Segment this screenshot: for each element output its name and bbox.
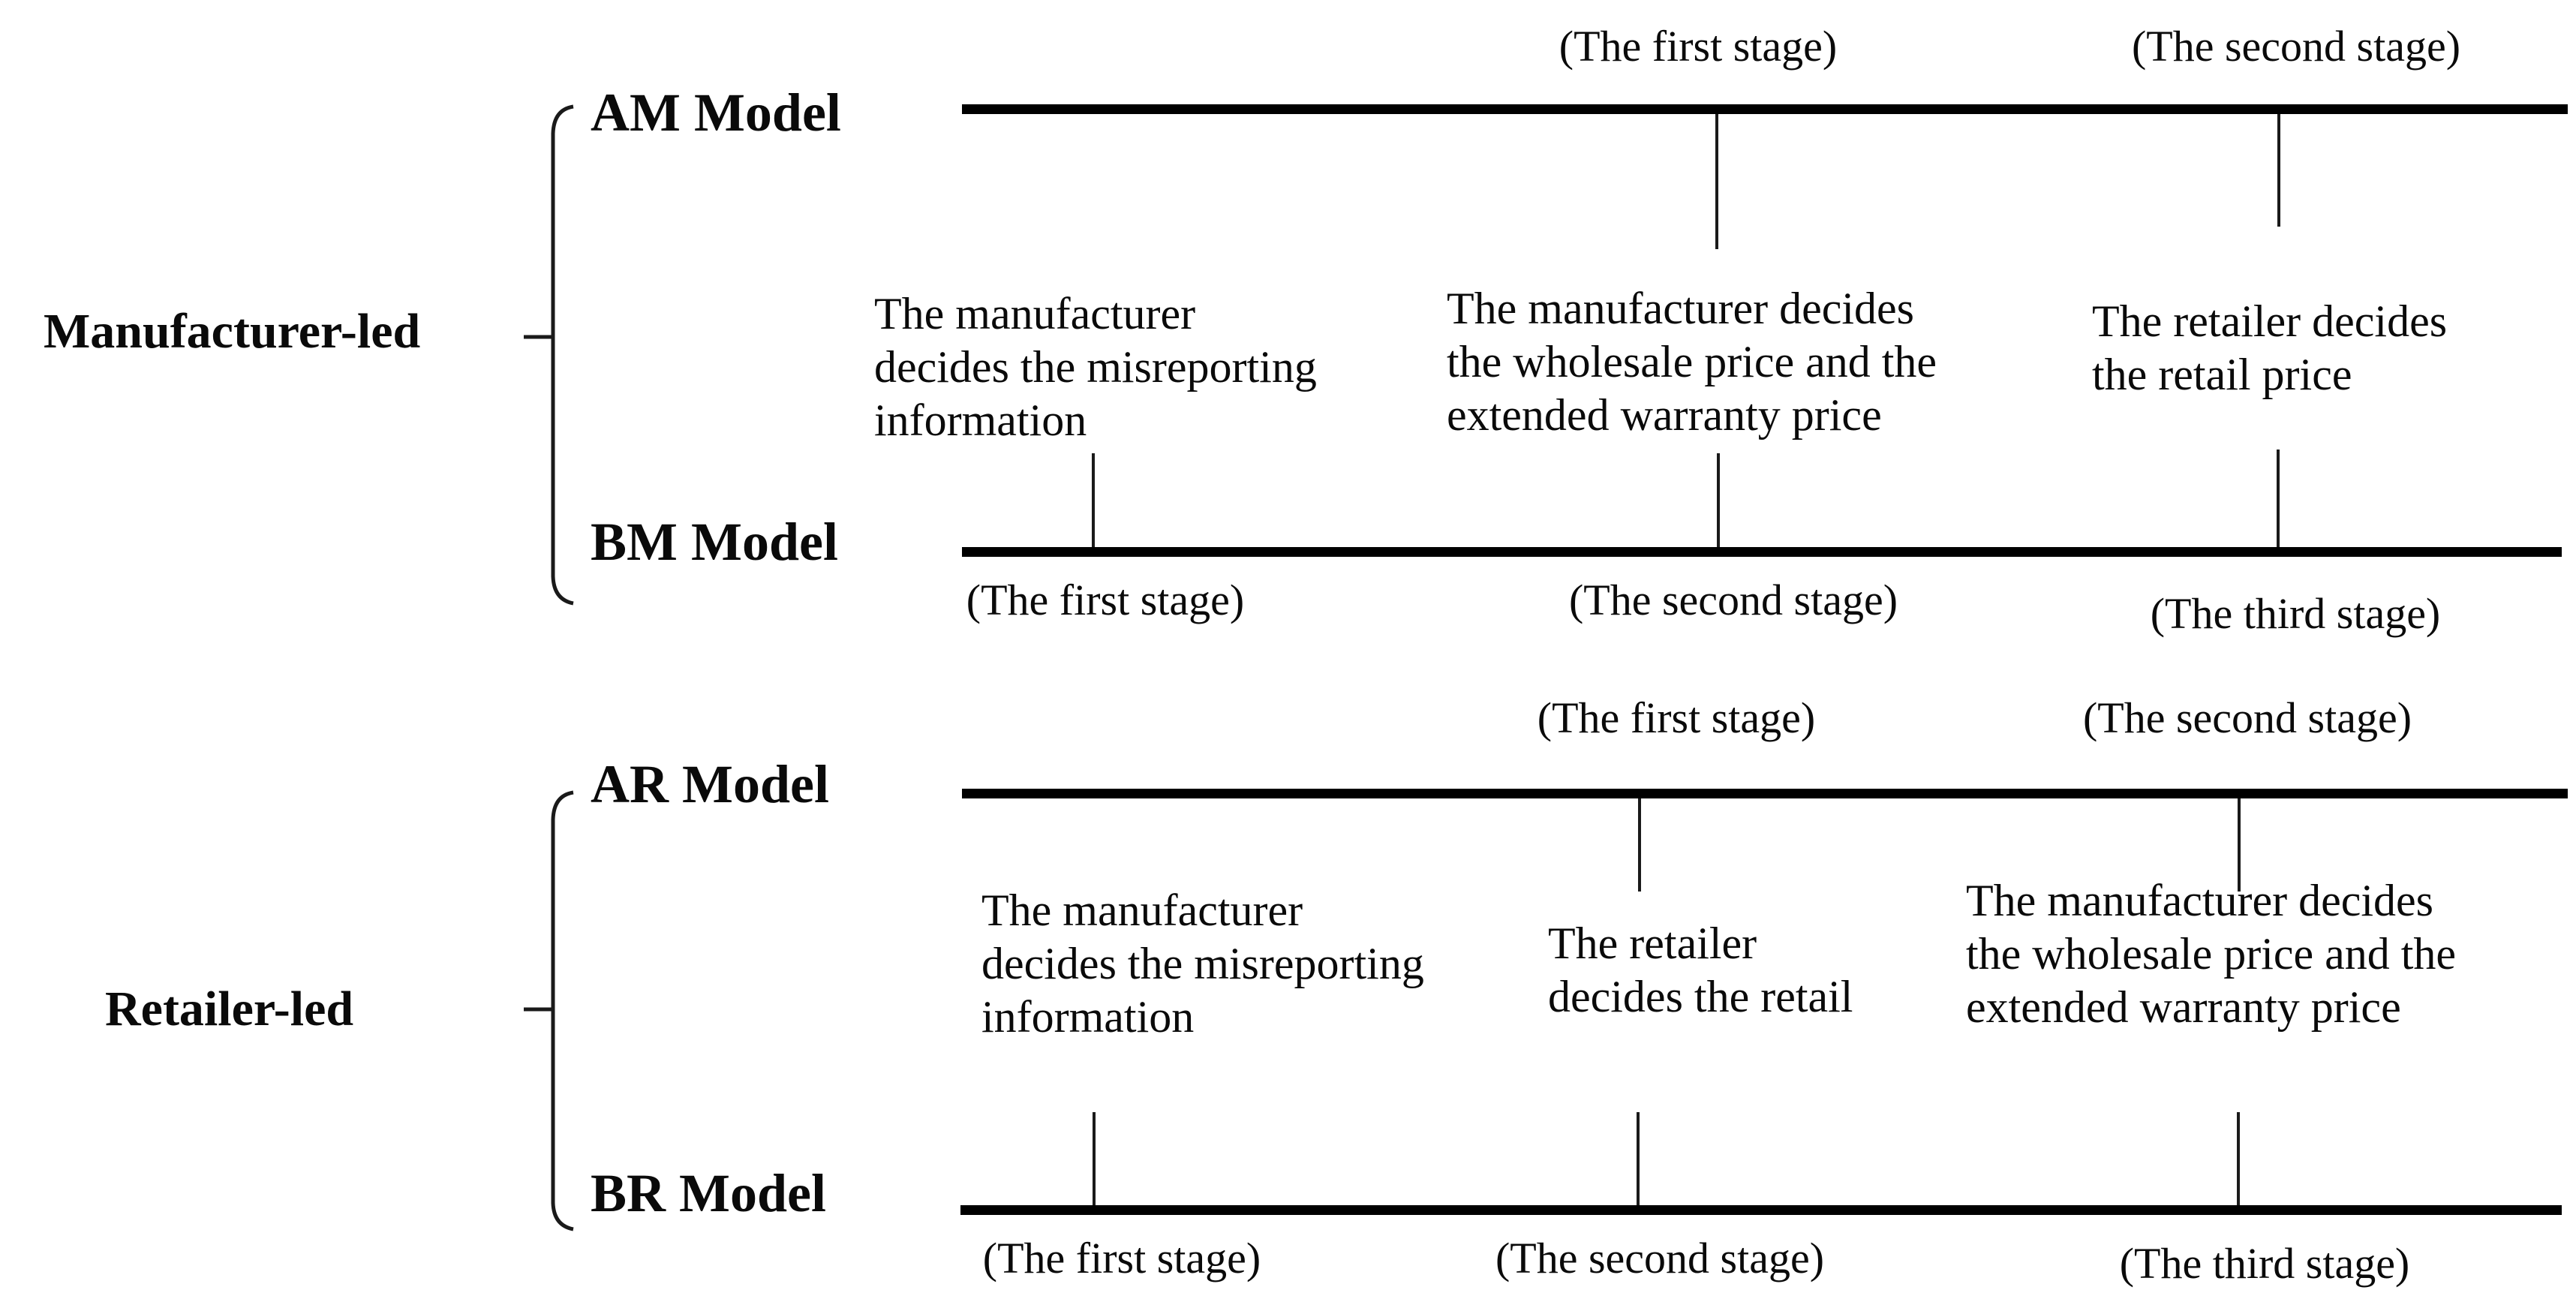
tick-bm-first-stage xyxy=(1092,453,1095,548)
decision-line: The retailer decides xyxy=(2092,296,2448,346)
decision-line: The manufacturer xyxy=(981,886,1303,935)
tick-br-first-stage xyxy=(1093,1112,1096,1205)
decision-wholesale-warranty-retailer-section: The manufacturer decides the wholesale p… xyxy=(1966,874,2456,1034)
stage-label-br-second: (The second stage) xyxy=(1495,1234,1825,1282)
model-label-am: AM Model xyxy=(591,83,841,143)
decision-line: The retailer xyxy=(1548,919,1757,968)
manufacturer-group-bracket xyxy=(524,104,574,606)
decision-wholesale-warranty-manufacturer: The manufacturer decides the wholesale p… xyxy=(1447,282,1937,442)
tick-br-second-stage xyxy=(1637,1112,1640,1205)
decision-line: decides the misreporting xyxy=(981,939,1424,988)
stage-label-bm-second: (The second stage) xyxy=(1568,576,1898,624)
stage-label-ar-second: (The second stage) xyxy=(2082,693,2412,742)
decision-retail-price-manufacturer-section: The retailer decides the retail price xyxy=(2092,295,2447,401)
tick-ar-first-stage xyxy=(1638,798,1641,892)
decision-misreporting-retailer-section: The manufacturer decides the misreportin… xyxy=(981,884,1424,1044)
timeline-bm xyxy=(962,547,2562,557)
stage-label-am-second: (The second stage) xyxy=(2131,22,2461,71)
stage-label-ar-first: (The first stage) xyxy=(1537,693,1816,742)
decision-line: information xyxy=(874,395,1087,445)
stage-label-br-first: (The first stage) xyxy=(982,1234,1261,1282)
decision-line: The manufacturer decides xyxy=(1966,876,2433,925)
decision-line: decides the misreporting xyxy=(874,342,1317,392)
stage-label-bm-third: (The third stage) xyxy=(2150,589,2441,638)
tick-br-third-stage xyxy=(2237,1112,2240,1205)
model-label-br: BR Model xyxy=(591,1163,826,1223)
group-label-manufacturer-led: Manufacturer-led xyxy=(44,304,421,359)
timeline-br xyxy=(960,1205,2562,1215)
retailer-group-bracket xyxy=(524,790,574,1231)
model-label-ar: AR Model xyxy=(591,754,829,814)
model-label-bm: BM Model xyxy=(591,512,838,572)
decision-line: extended warranty price xyxy=(1447,390,1882,440)
decision-line: decides the retail xyxy=(1548,972,1853,1021)
stage-label-bm-first: (The first stage) xyxy=(966,576,1245,624)
decision-line: the wholesale price and the xyxy=(1447,337,1937,386)
group-label-retailer-led: Retailer-led xyxy=(105,982,354,1036)
decision-retail-price-retailer-section: The retailer decides the retail xyxy=(1548,917,1853,1024)
decision-line: The manufacturer decides xyxy=(1447,284,1914,333)
decision-line: The manufacturer xyxy=(874,289,1196,338)
timeline-am xyxy=(962,104,2568,114)
tick-ar-second-stage xyxy=(2238,798,2241,892)
tick-bm-third-stage xyxy=(2277,450,2280,548)
stage-label-br-third: (The third stage) xyxy=(2119,1239,2410,1288)
tick-am-first-stage xyxy=(1715,114,1718,249)
stage-label-am-first: (The first stage) xyxy=(1559,22,1838,71)
decision-misreporting-manufacturer: The manufacturer decides the misreportin… xyxy=(874,287,1317,447)
decision-line: extended warranty price xyxy=(1966,982,2401,1032)
tick-am-second-stage xyxy=(2277,114,2280,227)
tick-bm-second-stage xyxy=(1717,453,1720,548)
timeline-ar xyxy=(962,789,2568,798)
decision-line: information xyxy=(981,992,1195,1042)
decision-line: the wholesale price and the xyxy=(1966,929,2457,979)
decision-line: the retail price xyxy=(2092,350,2352,399)
